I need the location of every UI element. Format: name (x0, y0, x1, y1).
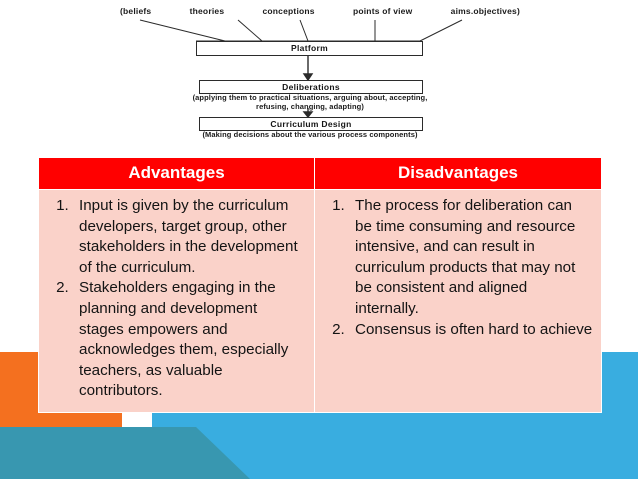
list-item: Stakeholders engaging in the planning an… (73, 278, 306, 402)
disadvantages-list: The process for deliberation can be time… (323, 196, 593, 340)
diagram-top-labels: (beliefs theories conceptions points of … (120, 6, 520, 16)
diagram-curriculum-design-box: Curriculum Design (199, 117, 423, 131)
advantages-list: Input is given by the curriculum develop… (47, 196, 306, 402)
curriculum-process-diagram: (beliefs theories conceptions points of … (0, 0, 638, 155)
list-item: Consensus is often hard to achieve (349, 320, 593, 341)
table-header-row: Advantages Disadvantages (38, 157, 602, 190)
advantages-disadvantages-table: Advantages Disadvantages Input is given … (38, 157, 602, 413)
diagram-label-theories: theories (189, 6, 225, 16)
list-item: Input is given by the curriculum develop… (73, 196, 306, 278)
table-cell-disadvantages: The process for deliberation can be time… (314, 189, 602, 413)
diagram-deliberations-caption: (applying them to practical situations, … (192, 93, 428, 111)
diagram-deliberations-box: Deliberations (199, 80, 423, 94)
diagram-curriculum-design-caption: (Making decisions about the various proc… (202, 130, 418, 139)
diagram-label-conceptions: conceptions (262, 6, 315, 16)
diagram-label-beliefs: (beliefs (120, 6, 152, 16)
list-item: The process for deliberation can be time… (349, 196, 593, 320)
table-cell-advantages: Input is given by the curriculum develop… (38, 189, 315, 413)
diagram-label-points-of-view: points of view (352, 6, 413, 16)
table-header-disadvantages: Disadvantages (314, 157, 602, 190)
table-row: Input is given by the curriculum develop… (38, 189, 602, 413)
diagram-platform-box: Platform (196, 41, 423, 56)
diagram-label-aims-objectives: aims.objectives) (450, 6, 520, 16)
table-header-advantages: Advantages (38, 157, 315, 190)
